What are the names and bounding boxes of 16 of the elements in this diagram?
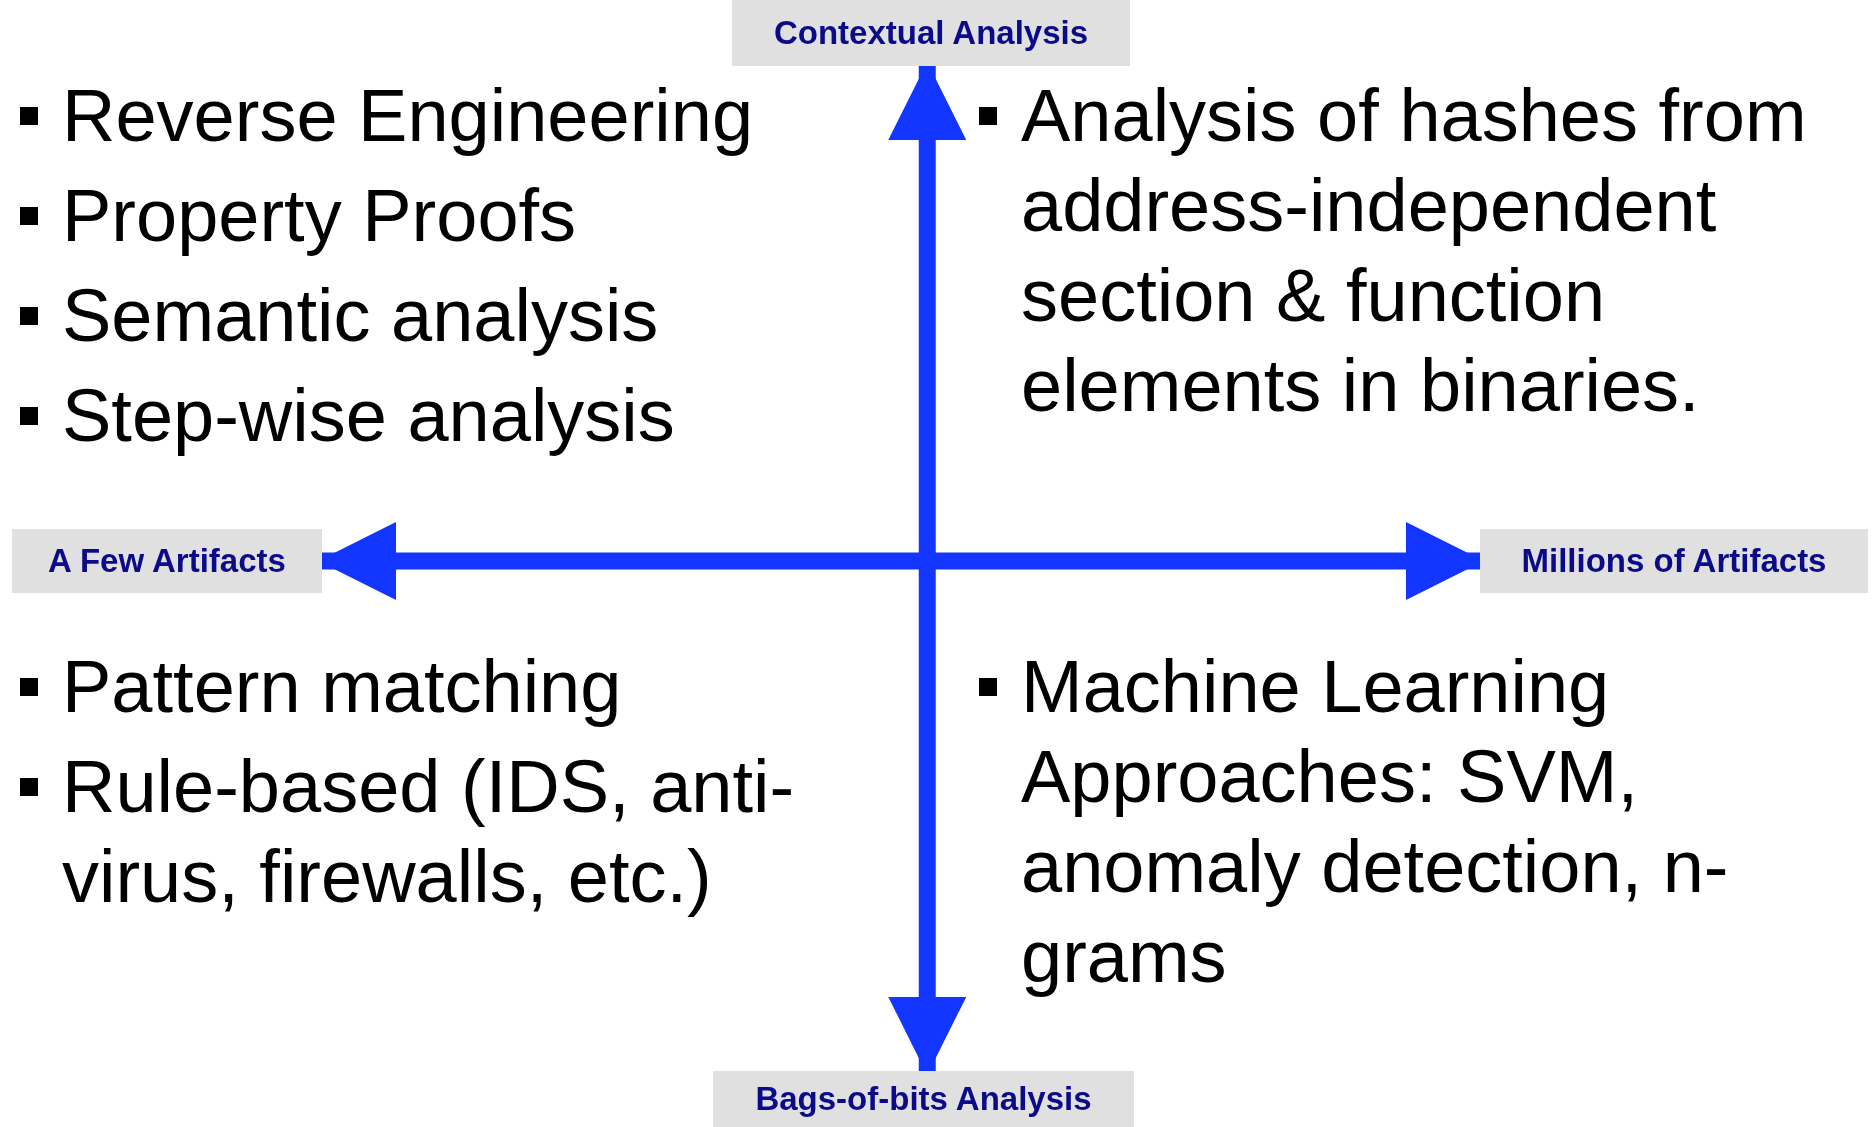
axis-label: Millions of Artifacts xyxy=(1521,541,1827,582)
axis-label-box xyxy=(713,1071,1134,1127)
bullet-text: Machine Learning Approaches: SVM, anomaly detection, n-grams xyxy=(1021,644,1730,1000)
bullet-text: Rule-based (IDS, anti-virus, firewalls, etc.) xyxy=(62,744,796,920)
axis-label-box xyxy=(1480,529,1868,593)
bullet-text: Property Proofs xyxy=(62,173,577,259)
bullet-text: Pattern matching xyxy=(62,644,622,730)
axis-label-box xyxy=(732,0,1130,66)
bullet-text: Semantic analysis xyxy=(62,273,659,359)
axis-label: Contextual Analysis xyxy=(773,13,1089,54)
bullet-text: Analysis of hashes from address-independent section & function elements in binaries. xyxy=(1021,73,1808,429)
bullet-text: Reverse Engineering xyxy=(62,73,754,159)
axis-label: A Few Artifacts xyxy=(48,541,286,582)
axis-label: Bags-of-bits Analysis xyxy=(755,1079,1092,1120)
axis-label-box xyxy=(12,529,322,593)
bullet-text: Step-wise analysis xyxy=(62,373,675,459)
